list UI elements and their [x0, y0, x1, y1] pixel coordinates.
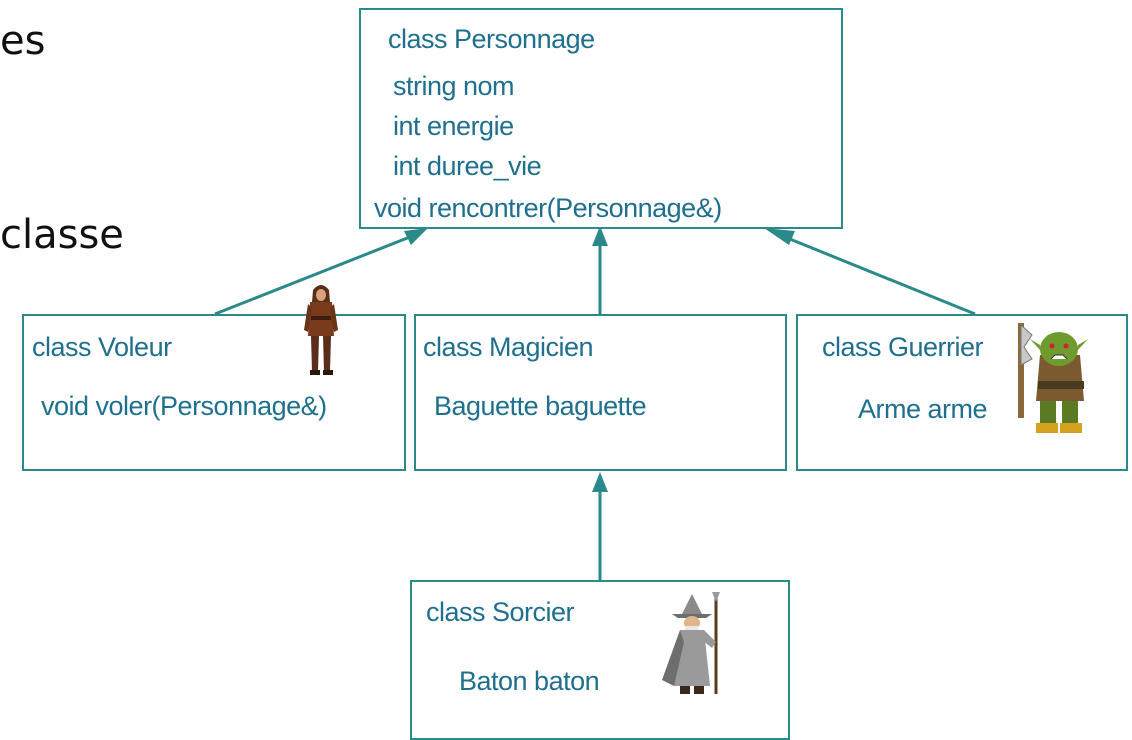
- member-int-duree-vie: int duree_vie: [393, 151, 542, 181]
- wizard-figure-icon: [662, 592, 720, 694]
- arrowhead-magicien: [592, 226, 608, 246]
- method-rencontrer: void rencontrer(Personnage&): [374, 193, 722, 223]
- member-string-nom: string nom: [393, 71, 515, 101]
- class-title-voleur: class Voleur: [32, 332, 172, 362]
- arrowhead-voleur: [404, 228, 428, 245]
- class-box-magicien: class Magicien Baguette baguette: [414, 314, 787, 471]
- orc-warrior-figure-icon: [1018, 323, 1088, 433]
- member-int-energie: int energie: [393, 111, 514, 141]
- class-title-personnage: class Personnage: [388, 24, 595, 54]
- member-arme: Arme arme: [858, 394, 988, 424]
- arrowhead-sorcier: [592, 472, 608, 492]
- class-box-sorcier: class Sorcier Baton baton: [410, 580, 790, 740]
- class-box-personnage: class Personnage string nom int energie …: [359, 8, 843, 229]
- arrow-voleur-to-personnage: [214, 231, 421, 316]
- method-voler: void voler(Personnage&): [41, 391, 327, 421]
- class-title-guerrier: class Guerrier: [822, 332, 984, 362]
- slide-text-fragment-2: classe: [0, 212, 124, 258]
- arrow-guerrier-to-personnage: [774, 231, 976, 316]
- member-baton: Baton baton: [459, 666, 600, 696]
- member-baguette: Baguette baguette: [434, 391, 647, 421]
- class-title-sorcier: class Sorcier: [426, 597, 575, 627]
- class-box-voleur: class Voleur void voler(Personnage&): [22, 314, 406, 471]
- class-title-magicien: class Magicien: [423, 332, 594, 362]
- slide-text-fragment-1: es: [0, 18, 46, 64]
- thief-figure-icon: [304, 285, 338, 375]
- arrowhead-guerrier: [764, 228, 795, 245]
